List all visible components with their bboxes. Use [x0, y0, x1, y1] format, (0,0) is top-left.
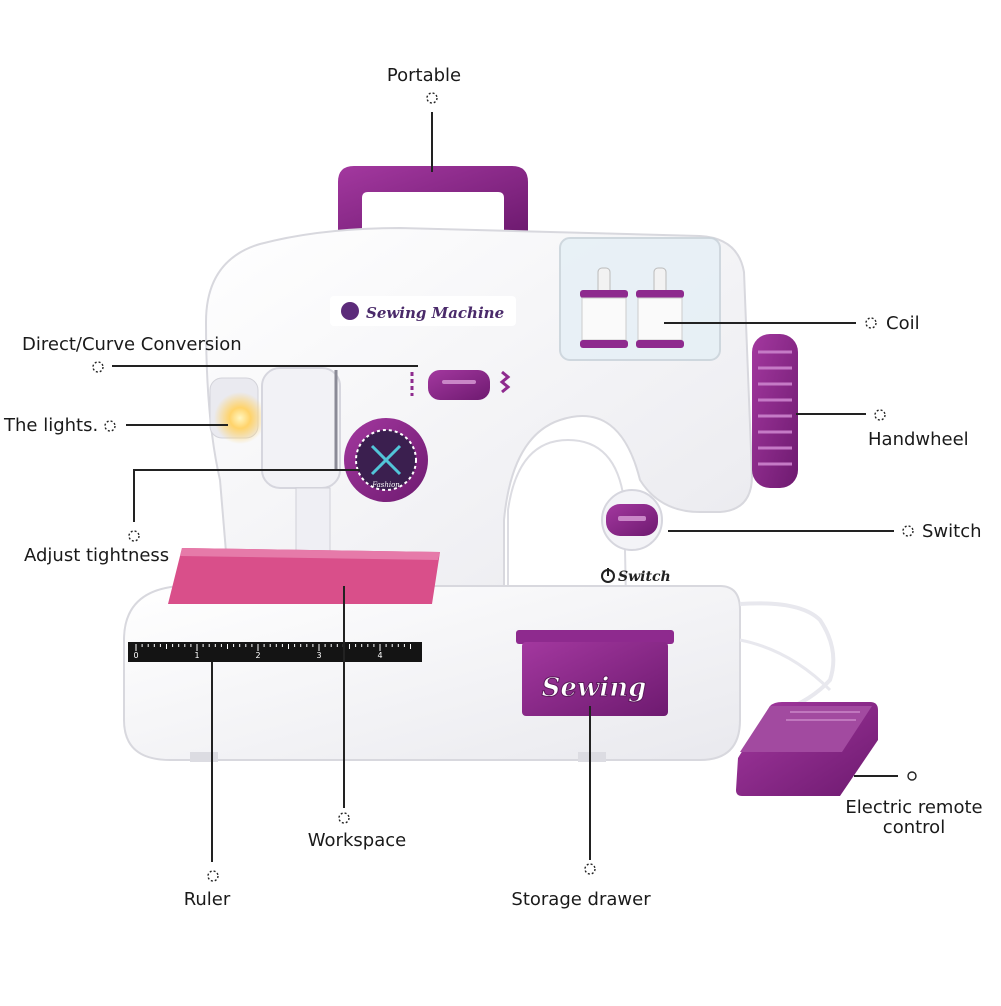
marker-direct-curve — [92, 361, 104, 373]
marker-workspace — [338, 812, 350, 824]
drawer-label: Sewing — [542, 673, 647, 703]
marker-coil — [865, 317, 877, 329]
callout-markers — [92, 92, 917, 882]
ruler-number: 3 — [316, 651, 321, 660]
fabric-workspace — [168, 548, 440, 604]
label-ruler: Ruler — [183, 889, 231, 910]
label-portable: Portable — [386, 65, 462, 86]
label-coil: Coil — [886, 313, 920, 334]
marker-adjust-tightness — [128, 530, 140, 542]
tension-dial-label: Fashion — [371, 481, 400, 489]
power-switch: Switch — [601, 489, 671, 585]
ruler-number: 0 — [133, 651, 138, 660]
name-plate-label: Sewing Machine — [366, 304, 504, 322]
marker-switch — [902, 525, 914, 537]
marker-ruler — [207, 870, 219, 882]
power-cord — [739, 601, 836, 714]
ruler-number: 4 — [377, 651, 382, 660]
label-switch: Switch — [922, 521, 982, 542]
storage-drawer-front: Sewing — [516, 630, 674, 716]
handwheel-knob — [752, 334, 798, 488]
machine-base — [123, 585, 741, 762]
marker-handwheel — [874, 409, 886, 421]
marker-portable — [426, 92, 438, 104]
tension-dial: Fashion — [344, 418, 428, 502]
label-adjust-tightness: Adjust tightness — [24, 545, 170, 566]
foot-pedal — [736, 702, 878, 796]
label-electric-remote-control: Electric remote control — [845, 797, 983, 838]
marker-storage-drawer — [584, 863, 596, 875]
marker-remote — [907, 771, 917, 781]
marker-lights — [104, 420, 116, 432]
carry-handle — [338, 166, 528, 232]
leader-lines — [112, 112, 898, 862]
thread-spool-left — [580, 267, 628, 348]
label-storage-drawer: Storage drawer — [511, 889, 651, 910]
ruler-strip: 0 1 2 3 4 — [128, 642, 422, 662]
ruler-number: 2 — [255, 651, 260, 660]
label-handwheel: Handwheel — [868, 429, 969, 450]
leader-adjust-tightness — [133, 469, 360, 522]
label-workspace: Workspace — [307, 830, 407, 851]
switch-label: Switch — [618, 569, 671, 585]
label-the-lights: The lights. — [4, 415, 99, 436]
sewing-light — [209, 377, 266, 444]
ruler-number: 1 — [194, 651, 199, 660]
stitch-selector — [410, 370, 511, 400]
name-plate: Sewing Machine — [330, 296, 516, 326]
label-direct-curve-conversion: Direct/Curve Conversion — [22, 334, 242, 355]
thread-spool-right — [636, 267, 684, 348]
